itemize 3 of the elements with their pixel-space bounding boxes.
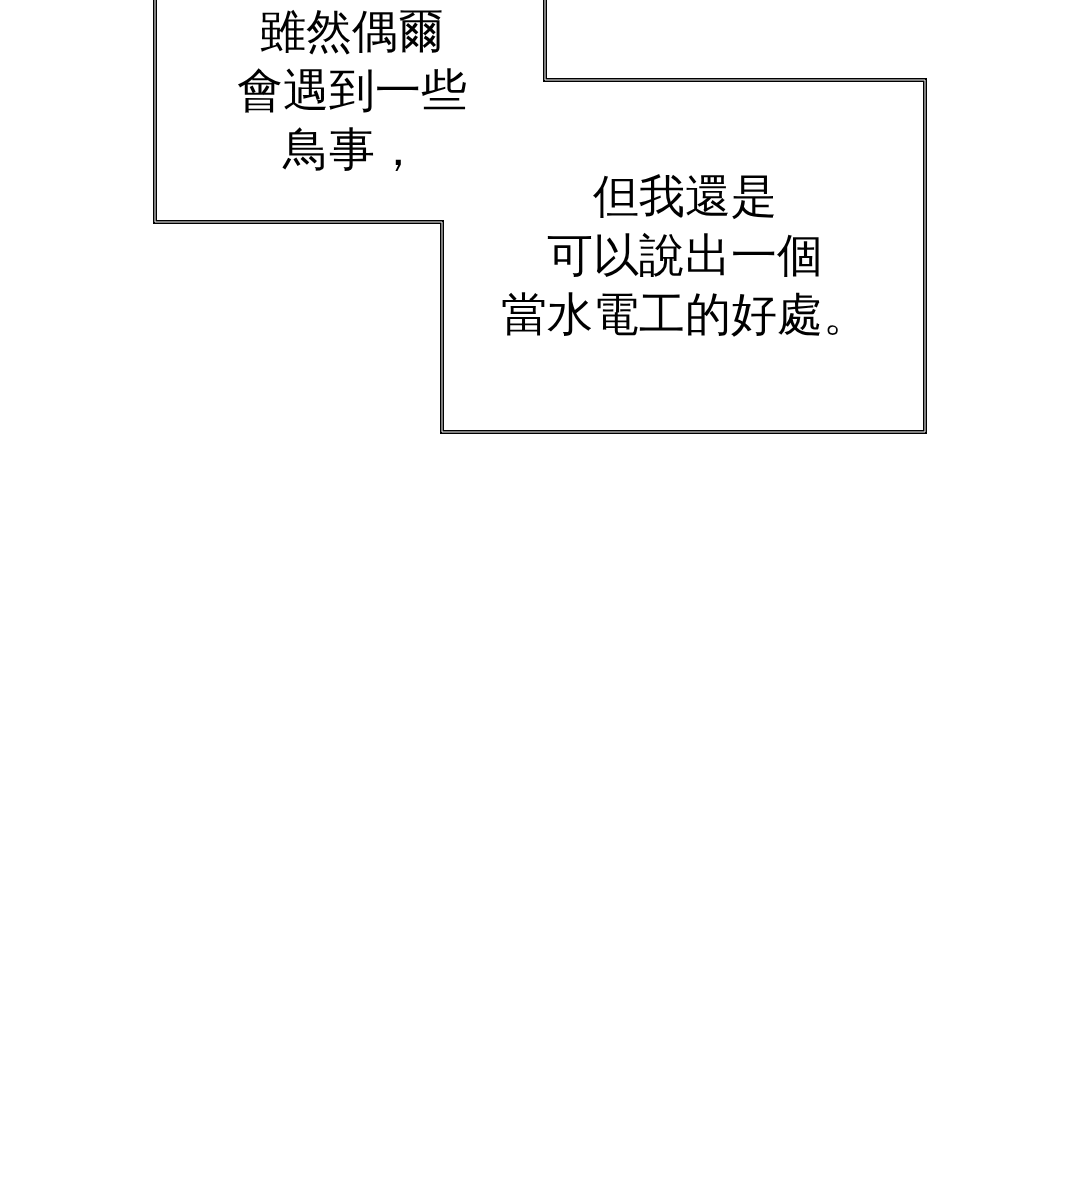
- caption-text: 但我還是可以說出一個當水電工的好處。: [501, 168, 869, 343]
- caption-box: [155, 0, 927, 434]
- caption-text: 雖然偶爾會遇到一些鳥事，: [237, 3, 467, 178]
